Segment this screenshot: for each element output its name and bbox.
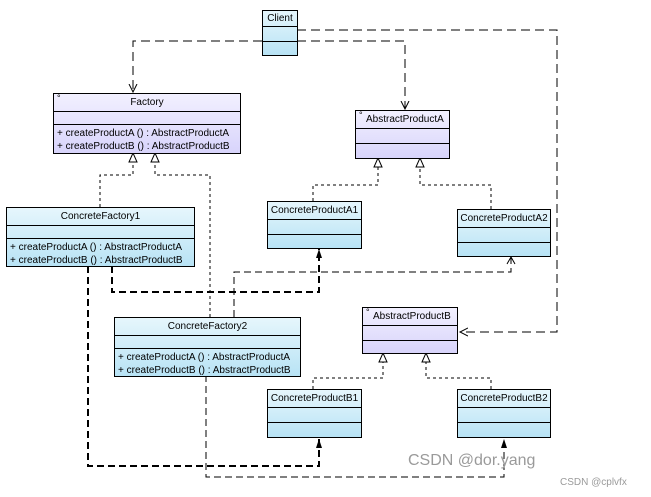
arrowhead-producta2 bbox=[506, 255, 516, 265]
concretefactory1-operations: + createProductA () : AbstractProductA +… bbox=[7, 239, 194, 269]
concretefactory2-operations: + createProductA () : AbstractProductA +… bbox=[115, 349, 300, 379]
client-to-abstractproductb-association bbox=[297, 29, 558, 332]
arrowhead-producta1 bbox=[316, 249, 322, 258]
concreteproductb1-operations bbox=[268, 423, 361, 435]
factory-class-name: Factory bbox=[130, 97, 164, 108]
client-operations bbox=[263, 42, 297, 54]
factory-op-create-a: + createProductA () : AbstractProductA bbox=[57, 128, 230, 139]
concreteproducta1-class-name: ConcreteProductA1 bbox=[268, 202, 361, 220]
abstractproducta-operations bbox=[356, 144, 449, 156]
concreteproducta2-realizes-abstractproducta bbox=[419, 167, 492, 209]
concretefactory1-realizes-factory bbox=[99, 162, 134, 207]
concreteproductb1-attributes bbox=[268, 408, 361, 423]
abstract-stereotype-icon: ° bbox=[359, 111, 363, 120]
concreteproductb1-class[interactable]: ConcreteProductB1 bbox=[267, 389, 362, 438]
concretefactory1-op-create-a: + createProductA () : AbstractProductA bbox=[10, 242, 183, 253]
client-to-factory-association bbox=[133, 40, 262, 92]
abstractproducta-attributes bbox=[356, 129, 449, 144]
concretefactory2-creates-producta2 bbox=[233, 258, 512, 317]
concretefactory1-op-create-b: + createProductB () : AbstractProductB bbox=[10, 255, 183, 266]
factory-operations: + createProductA () : AbstractProductA +… bbox=[54, 125, 240, 155]
abstractproductb-header: ° AbstractProductB bbox=[363, 308, 457, 326]
concretefactory2-creates-productb2 bbox=[205, 375, 505, 478]
abstract-stereotype-icon: ° bbox=[366, 308, 370, 317]
concreteproducta1-operations bbox=[268, 235, 361, 247]
abstractproducta-realization-head-left bbox=[373, 156, 383, 168]
concretefactory2-op-create-b: + createProductB () : AbstractProductB bbox=[118, 365, 291, 376]
concretefactory2-class-name: ConcreteFactory2 bbox=[115, 318, 300, 336]
concreteproductb2-attributes bbox=[458, 408, 550, 423]
concreteproductb1-class-name: ConcreteProductB1 bbox=[268, 390, 361, 408]
concretefactory1-creates-producta1 bbox=[111, 249, 320, 293]
watermark-main: CSDN @dor.yang bbox=[408, 452, 536, 469]
client-to-abstractproducta-association bbox=[297, 40, 405, 109]
abstractproductb-attributes bbox=[363, 326, 457, 341]
abstractproducta-class-name: AbstractProductA bbox=[366, 114, 444, 125]
concreteproductb2-class[interactable]: ConcreteProductB2 bbox=[457, 389, 551, 438]
concreteproducta2-class-name: ConcreteProductA2 bbox=[458, 210, 550, 228]
concreteproducta2-operations bbox=[458, 243, 550, 255]
concretefactory1-class[interactable]: ConcreteFactory1 + createProductA () : A… bbox=[6, 207, 195, 267]
concreteproductb2-operations bbox=[458, 423, 550, 435]
client-attributes bbox=[263, 27, 297, 42]
concreteproducta1-attributes bbox=[268, 220, 361, 235]
abstractproductb-realization-head-right bbox=[421, 351, 431, 363]
factory-class[interactable]: ° Factory + createProductA () : Abstract… bbox=[53, 93, 241, 154]
abstractproductb-operations bbox=[363, 341, 457, 353]
concretefactory2-class[interactable]: ConcreteFactory2 + createProductA () : A… bbox=[114, 317, 301, 377]
arrowhead-productb1 bbox=[316, 439, 322, 448]
concreteproducta2-attributes bbox=[458, 228, 550, 243]
factory-header: ° Factory bbox=[54, 94, 240, 112]
factory-attributes bbox=[54, 112, 240, 125]
abstractproducta-realization-head-right bbox=[415, 156, 425, 168]
concreteproductb2-class-name: ConcreteProductB2 bbox=[458, 390, 550, 408]
abstractproductb-class[interactable]: ° AbstractProductB bbox=[362, 307, 458, 354]
concreteproducta1-class[interactable]: ConcreteProductA1 bbox=[267, 201, 362, 249]
concretefactory2-attributes bbox=[115, 336, 300, 349]
watermark-corner: CSDN @cplvfx bbox=[560, 477, 627, 488]
factory-op-create-b: + createProductB () : AbstractProductB bbox=[57, 141, 230, 152]
concretefactory1-attributes bbox=[7, 226, 194, 239]
factory-realization-head-right bbox=[150, 151, 160, 163]
arrowhead-productb2 bbox=[501, 439, 507, 448]
abstractproducta-class[interactable]: ° AbstractProductA bbox=[355, 110, 450, 159]
concretefactory2-realizes-factory bbox=[154, 162, 211, 317]
concreteproductb2-realizes-abstractproductb bbox=[425, 362, 492, 389]
concreteproducta1-realizes-abstractproducta bbox=[312, 167, 379, 201]
abstractproducta-header: ° AbstractProductA bbox=[356, 111, 449, 129]
abstractproductb-class-name: AbstractProductB bbox=[373, 311, 451, 322]
factory-realization-head-left bbox=[128, 151, 138, 163]
abstract-stereotype-icon: ° bbox=[57, 94, 61, 103]
client-class-name: Client bbox=[263, 11, 297, 27]
concretefactory1-class-name: ConcreteFactory1 bbox=[7, 208, 194, 226]
abstractproductb-realization-head-left bbox=[378, 351, 388, 363]
client-class[interactable]: Client bbox=[262, 10, 298, 56]
concretefactory2-op-create-a: + createProductA () : AbstractProductA bbox=[118, 352, 291, 363]
concreteproducta2-class[interactable]: ConcreteProductA2 bbox=[457, 209, 551, 257]
concretefactory1-creates-productb1 bbox=[87, 266, 320, 467]
concreteproductb1-realizes-abstractproductb bbox=[312, 362, 384, 389]
